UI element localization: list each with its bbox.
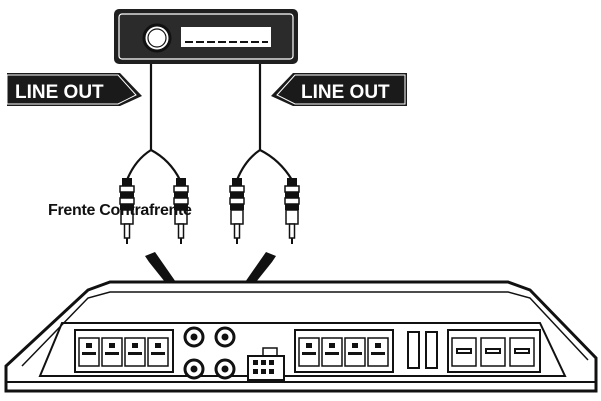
fuse-slots [407,331,438,369]
power-terminal-block [447,329,541,373]
channel-caption: Frente Contrafrente [48,202,192,219]
display-screen [181,27,271,47]
line-out-tag-right: LINE OUT [271,73,407,106]
speaker-terminal-block-left [74,329,174,373]
speaker-terminal-block-right [294,329,394,373]
line-out-label-left: LINE OUT [15,82,104,103]
fuse-icon [425,331,438,369]
rca-plug-icon [284,177,300,245]
rca-cables [125,64,293,181]
head-unit [114,9,298,64]
remote-connector [247,347,285,381]
line-out-label-right: LINE OUT [301,82,390,103]
rca-plug-icon [229,177,245,245]
line-out-tag-left: LINE OUT [6,73,142,106]
fuse-icon [407,331,420,369]
amplifier [4,280,598,393]
rca-input-jacks [183,326,236,380]
